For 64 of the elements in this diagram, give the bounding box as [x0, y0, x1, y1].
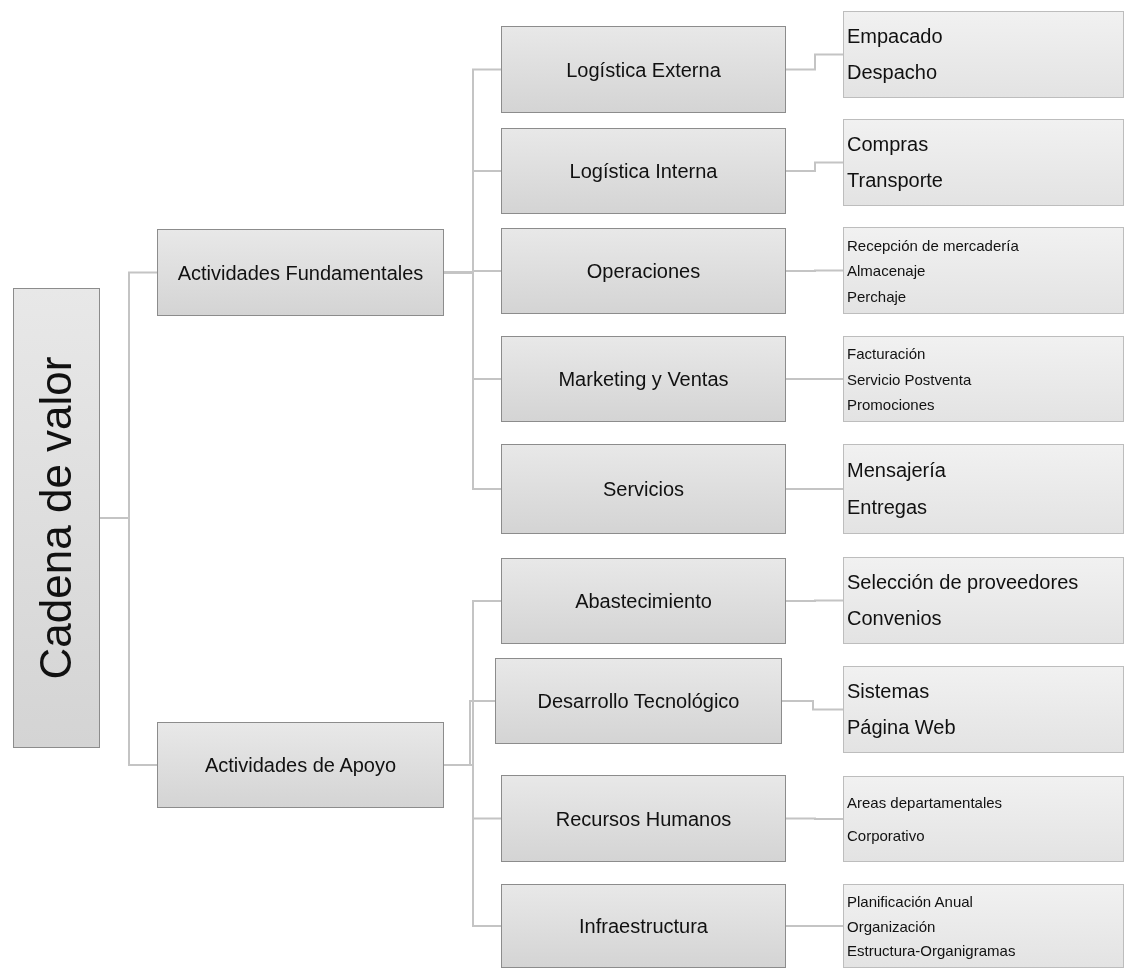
item-text: Compras: [847, 133, 930, 156]
detail-box: [843, 557, 1124, 644]
item-text: Mensajería: [847, 459, 947, 482]
activity-box: [501, 228, 786, 314]
box-label: Actividades de Apoyo: [203, 753, 398, 778]
detail-box: [843, 336, 1124, 422]
item-text: Perchaje: [847, 287, 908, 305]
title-box: [13, 288, 100, 748]
item-text: Promociones: [847, 395, 936, 413]
connector-line: [785, 378, 844, 380]
connector-line: [443, 271, 502, 490]
item-text: Transporte: [847, 169, 944, 192]
item-text: Corporativo: [847, 827, 926, 845]
box-label: Recursos Humanos: [554, 806, 733, 832]
box-label: Abastecimiento: [574, 589, 713, 614]
box-label: Desarrollo Tecnológico: [536, 689, 741, 714]
box-label: Servicios: [601, 477, 686, 502]
item-text: Areas departamentales: [847, 793, 1004, 811]
detail-box: [843, 119, 1124, 206]
box-label: Logística Externa: [565, 57, 722, 83]
detail-box: [843, 444, 1124, 534]
item-text: Almacenaje: [847, 262, 927, 279]
connector-line: [785, 161, 844, 172]
detail-box: [843, 666, 1124, 753]
item-text: Sistemas: [847, 680, 931, 703]
connector-line: [785, 817, 844, 820]
item-text: Organización: [847, 917, 937, 935]
connector-line: [785, 599, 844, 602]
activity-box: [501, 558, 786, 644]
connector-line: [99, 517, 158, 766]
activity-box: [501, 775, 786, 862]
item-text: Facturación: [847, 345, 927, 363]
activity-box: [157, 722, 444, 808]
item-text: Estructura-Organigramas: [847, 942, 1017, 960]
item-text: Planificación Anual: [847, 892, 974, 910]
box-label: Operaciones: [585, 259, 702, 284]
connector-line: [785, 488, 844, 490]
item-text: Despacho: [847, 61, 939, 84]
box-label: Actividades Fundamentales: [176, 260, 425, 286]
detail-box: [843, 227, 1124, 314]
detail-box: [843, 11, 1124, 98]
item-text: Recepción de mercadería: [847, 236, 1020, 254]
connector-line: [785, 53, 844, 71]
detail-box: [843, 884, 1124, 968]
activity-box: [501, 26, 786, 113]
item-text: Servicio Postventa: [847, 370, 973, 388]
item-text: Selección de proveedores: [847, 571, 1080, 594]
activity-box: [501, 444, 786, 534]
connector-line: [785, 925, 844, 927]
activity-box: [501, 128, 786, 214]
detail-box: [843, 776, 1124, 862]
item-text: Convenios: [847, 607, 943, 630]
activity-box: [157, 229, 444, 316]
connector-line: [785, 269, 844, 272]
activity-box: [501, 884, 786, 968]
item-text: Empacado: [847, 25, 944, 48]
box-label: Marketing y Ventas: [557, 367, 730, 392]
item-text: Entregas: [847, 496, 929, 519]
box-label: Infraestructura: [578, 914, 709, 939]
connector-line: [781, 700, 844, 711]
activity-box: [501, 336, 786, 422]
box-label: Logística Interna: [568, 159, 719, 184]
item-text: Página Web: [847, 716, 957, 739]
activity-box: [495, 658, 782, 744]
